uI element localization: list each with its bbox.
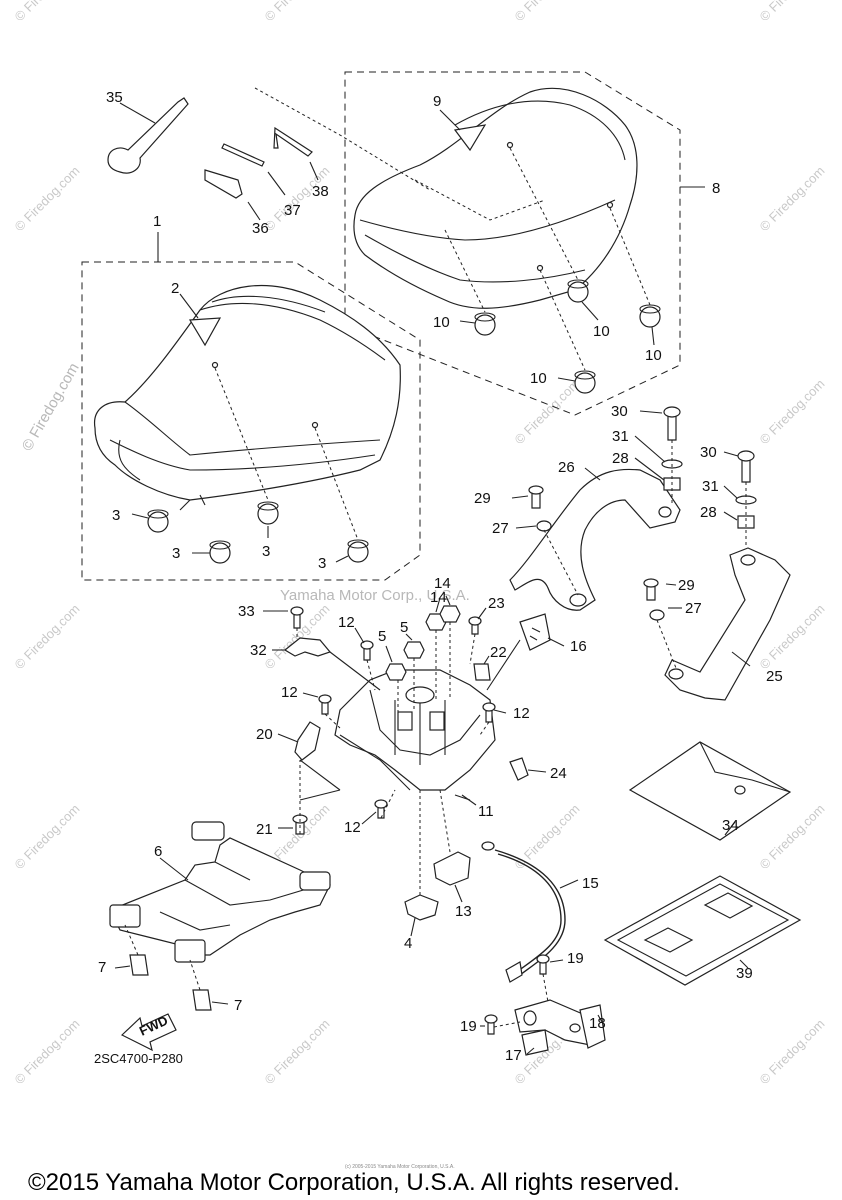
callout-12: 12 xyxy=(281,684,298,701)
callout-38: 38 xyxy=(312,183,329,200)
manuals xyxy=(603,741,802,986)
seat-latch xyxy=(480,954,606,1056)
watermark-small: © Firedog.com xyxy=(512,0,583,24)
callout-18: 18 xyxy=(589,1015,606,1032)
seat-lock-bracket xyxy=(334,669,496,801)
callout-27: 27 xyxy=(685,600,702,617)
front-seat xyxy=(94,284,401,511)
callout-14: 14 xyxy=(434,575,451,592)
callout-24: 24 xyxy=(550,765,567,782)
callout-27: 27 xyxy=(492,520,509,537)
callout-28: 28 xyxy=(612,450,629,467)
diagram-code: 2SC4700-P280 xyxy=(94,1051,183,1066)
seat-frame xyxy=(109,821,331,963)
callout-34: 34 xyxy=(722,817,739,834)
callout-15: 15 xyxy=(582,875,599,892)
callout-31: 31 xyxy=(702,478,719,495)
grab-bar-26 xyxy=(509,468,681,611)
callout-20: 20 xyxy=(256,726,273,743)
callout-12: 12 xyxy=(513,705,530,722)
callout-9: 9 xyxy=(433,93,441,110)
callout-5: 5 xyxy=(378,628,386,645)
callout-17: 17 xyxy=(505,1047,522,1064)
callout-3: 3 xyxy=(172,545,180,562)
watermark-small: © Firedog.com xyxy=(757,376,828,447)
callout-5: 5 xyxy=(400,619,408,636)
callout-37: 37 xyxy=(284,202,301,219)
grab-bar-25 xyxy=(664,547,791,701)
tiny-notice: (c) 2005-2015 Yamaha Motor Corporation, … xyxy=(345,1164,455,1170)
callout-29: 29 xyxy=(474,490,491,507)
callout-11: 11 xyxy=(478,803,494,820)
watermark-small: © Firedog.com xyxy=(512,801,583,872)
callout-25: 25 xyxy=(766,668,783,685)
watermark-small: © Firedog.com xyxy=(12,0,83,24)
callout-7: 7 xyxy=(98,959,106,976)
callout-3: 3 xyxy=(112,507,120,524)
callout-30: 30 xyxy=(700,444,717,461)
watermark-small: © Firedog.com xyxy=(512,376,583,447)
callout-21: 21 xyxy=(256,821,273,838)
watermark-center: Yamaha Motor Corp., U.S.A. xyxy=(280,587,470,604)
callout-35: 35 xyxy=(106,89,123,106)
watermark-small: © Firedog.com xyxy=(262,0,333,24)
callout-29: 29 xyxy=(678,577,695,594)
callout-22: 22 xyxy=(490,644,507,661)
callout-30: 30 xyxy=(611,403,628,420)
watermark-small: © Firedog.com xyxy=(757,0,828,24)
callout-7: 7 xyxy=(234,997,242,1014)
watermark-small: © Firedog.com xyxy=(262,1016,333,1087)
fasteners-right xyxy=(511,406,757,669)
group-leaders xyxy=(157,186,705,262)
callout-36: 36 xyxy=(252,220,269,237)
callout-39: 39 xyxy=(736,965,753,982)
callout-2: 2 xyxy=(171,280,179,297)
callout-3: 3 xyxy=(318,555,326,572)
fwd-arrow: FWD xyxy=(120,1013,177,1052)
callout-26: 26 xyxy=(558,459,575,476)
watermark-small: © Firedog.com xyxy=(12,163,83,234)
callout-13: 13 xyxy=(455,903,472,920)
callout-14: 14 xyxy=(430,589,447,606)
callout-12: 12 xyxy=(338,614,355,631)
callout-32: 32 xyxy=(250,642,267,659)
callout-19: 19 xyxy=(567,950,584,967)
grommets-7 xyxy=(114,924,229,1011)
callout-8: 8 xyxy=(712,180,720,197)
watermark-small: © Firedog.com xyxy=(757,801,828,872)
callout-labels: 1 2 3 3 3 3 4 5 5 6 7 7 8 9 10 10 10 10 … xyxy=(98,89,783,1064)
callout-31: 31 xyxy=(612,428,629,445)
callout-10: 10 xyxy=(433,314,450,331)
dampers xyxy=(131,109,661,564)
callout-10: 10 xyxy=(593,323,610,340)
copyright-line: ©2015 Yamaha Motor Corporation, U.S.A. A… xyxy=(28,1169,680,1196)
rear-seat xyxy=(353,87,638,309)
tools xyxy=(107,87,431,221)
callout-10: 10 xyxy=(645,347,662,364)
callout-12: 12 xyxy=(344,819,361,836)
callout-4: 4 xyxy=(404,935,412,952)
watermark-small: © Firedog.com xyxy=(12,601,83,672)
callout-10: 10 xyxy=(530,370,547,387)
callout-6: 6 xyxy=(154,843,162,860)
callout-19: 19 xyxy=(460,1018,477,1035)
watermark-small: © Firedog.com xyxy=(12,1016,83,1087)
callout-1: 1 xyxy=(153,213,161,230)
small-parts-center xyxy=(263,595,565,937)
watermark-small: © Firedog.com xyxy=(757,163,828,234)
callout-3: 3 xyxy=(262,543,270,560)
callout-23: 23 xyxy=(488,595,505,612)
watermark-left: © Firedog.com xyxy=(19,360,83,454)
watermark-small: © Firedog.com xyxy=(757,1016,828,1087)
watermark-small: © Firedog.com xyxy=(12,801,83,872)
callout-28: 28 xyxy=(700,504,717,521)
callout-33: 33 xyxy=(238,603,255,620)
callout-16: 16 xyxy=(570,638,587,655)
